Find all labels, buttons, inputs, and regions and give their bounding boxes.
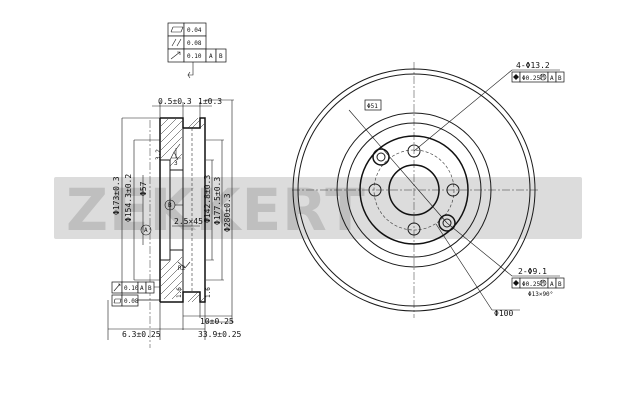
bolt-hole-right [446,183,460,197]
dim-face-b: Φ177.5±0.3 [213,177,222,225]
center-bore [388,164,440,216]
roughness-2: 1.6 [176,287,183,298]
roughness-r: R2 [178,265,186,272]
locating-hole-2 [438,214,456,232]
dim-hub-diam-b: Φ154.3±0.2 [124,174,133,222]
locating-note: Φ13×90° [528,291,553,298]
holes-label: 4-Φ13.2 [516,61,550,70]
frame-left-value-2: 0.08 [124,298,139,305]
dim-chamfer: 2.5×45° [174,217,208,226]
disc-outer-edge-inner [297,73,531,307]
dim-thickness: 10±0.25 [200,317,234,326]
bolt-pcd [373,149,455,231]
tolerance-frame-top: 0.04 0.08 0.10 A B [167,22,227,79]
hub-face [359,135,469,245]
frame-top-value-3: 0.10 [187,53,202,60]
locating-datum-a: A [550,281,554,288]
front-view: Φ51 4-Φ13.2 Φ0.25 M A B 2-Φ9.1 Φ0.25 M A… [292,61,565,318]
dim-center-diam: Φ100 [494,309,513,318]
disc-outer-edge [292,68,536,312]
dim-pcd: Φ51 [367,103,378,110]
hub-outer [346,122,482,258]
holes-tol: Φ0.25 [522,75,540,82]
dim-overall-height: 33.9±0.25 [198,330,242,339]
tolerance-frame-left: 0.10 A B 0.08 [111,281,160,307]
surface-label: 3 [174,160,178,167]
frame-left-datum-a: A [140,285,144,292]
holes-datum-a: A [550,75,554,82]
frame-top-value-2: 0.08 [187,40,202,47]
watermark-bar [54,177,582,239]
dim-hub-thickness: 6.3±0.25 [122,330,161,339]
dim-hub-diam-a: Φ173±0.3 [112,176,121,215]
frame-top-value-1: 0.04 [187,27,202,34]
holes-tol-m: M [541,74,545,81]
datum-a-marker [140,224,152,236]
locating-label: 2-Φ9.1 [518,267,547,276]
parallelism-icon [171,38,182,47]
holes-datum-b: B [558,75,562,82]
roughness-3: 1.6 [205,287,212,298]
bolt-hole-bottom [407,222,421,236]
locating-tol: Φ0.25 [522,281,540,288]
runout-icon [170,51,181,60]
watermark: ZEKKERT [54,176,582,244]
section-hatch-top [160,117,205,167]
watermark-brand: ZEKKERT [66,176,366,244]
locating-tol-m: M [541,280,545,287]
frame-left-value-1: 0.10 [124,285,139,292]
bolt-hole-left [368,183,382,197]
dim-top-step: 1±0.3 [198,97,222,106]
position-icon [513,74,519,80]
datum-a-label: A [144,227,148,234]
section-view: Φ173±0.3 Φ154.3±0.2 Φ57 Φ142.8±0.3 Φ177.… [107,97,242,348]
dim-top-offset: 0.5±0.3 [158,97,192,106]
frame-left-datum-b: B [148,285,152,292]
locating-datum-b: B [558,281,562,288]
frame-top-datum-b: B [219,53,223,60]
flatness-icon [170,26,184,33]
datum-b-label: B [168,202,172,209]
disc-friction-inner [336,112,492,268]
dim-face-a: Φ142.8±0.3 [203,175,212,223]
locating-hole-1 [372,148,390,166]
dim-bore: Φ57 [139,181,148,196]
dim-outer-diam: Φ280±0.3 [223,193,232,232]
bolt-hole-top [407,144,421,158]
frame-top-datum-a: A [209,53,213,60]
section-hatch-bottom [160,256,205,303]
position-icon-2 [513,280,519,286]
roughness-1: 3.2 [155,149,162,160]
